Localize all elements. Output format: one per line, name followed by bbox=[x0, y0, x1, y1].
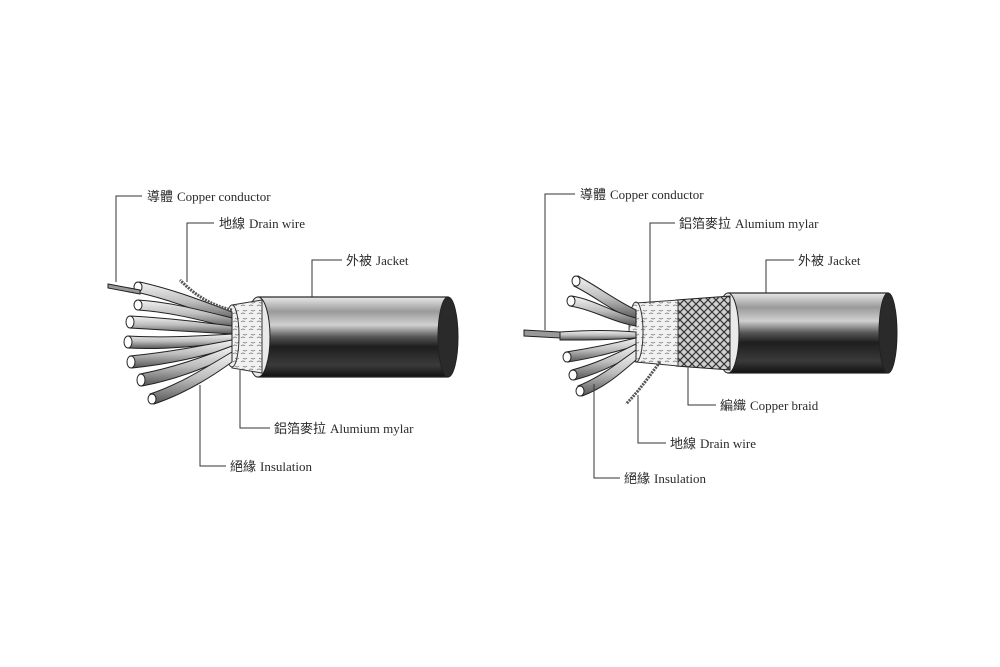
right-cable bbox=[523, 275, 898, 406]
left-label-drain-wire-en: Drain wire bbox=[249, 216, 305, 231]
left-cable bbox=[107, 278, 459, 405]
right-wires bbox=[559, 275, 637, 397]
left-label-conductor-en: Copper conductor bbox=[177, 189, 271, 204]
right-drain-shape bbox=[624, 361, 662, 406]
left-label-jacket-zh: 外被 bbox=[346, 253, 373, 268]
left-label-jacket-en: Jacket bbox=[376, 253, 409, 268]
left-label-conductor-zh: 導體 bbox=[147, 189, 174, 204]
left-label-drain-wire-zh: 地線 bbox=[219, 216, 246, 231]
right-label-insulation-en: Insulation bbox=[654, 471, 707, 486]
right-label-jacket-zh: 外被 bbox=[798, 253, 825, 268]
right-jacket-shape bbox=[716, 292, 898, 374]
right-label-jacket-en: Jacket bbox=[828, 253, 861, 268]
left-label-mylar-zh: 鋁箔麥拉 bbox=[274, 421, 327, 436]
right-label-drain-wire-zh: 地線 bbox=[670, 436, 697, 451]
left-label-mylar-en: Alumium mylar bbox=[330, 421, 414, 436]
right-label-drain-wire-en: Drain wire bbox=[700, 436, 756, 451]
left-label-insulation-en: Insulation bbox=[260, 459, 313, 474]
left-leaders bbox=[115, 195, 342, 467]
right-leaders bbox=[544, 193, 794, 479]
right-braid-shape bbox=[675, 295, 731, 371]
right-label-conductor-en: Copper conductor bbox=[610, 187, 704, 202]
right-conductor-shape bbox=[523, 329, 561, 339]
left-jacket-shape bbox=[245, 296, 459, 378]
right-label-mylar-zh: 鋁箔麥拉 bbox=[679, 216, 732, 231]
right-label-mylar-en: Alumium mylar bbox=[735, 216, 819, 231]
left-drain-shape bbox=[178, 278, 233, 312]
right-label-conductor-zh: 導體 bbox=[580, 187, 607, 202]
right-label-braid-en: Copper braid bbox=[750, 398, 819, 413]
left-label-insulation-zh: 絕緣 bbox=[230, 459, 257, 474]
right-label-insulation-zh: 絕緣 bbox=[624, 471, 651, 486]
left-conductor-shape bbox=[107, 283, 141, 295]
left-wires bbox=[123, 281, 233, 405]
right-label-braid-zh: 編織 bbox=[720, 398, 747, 413]
